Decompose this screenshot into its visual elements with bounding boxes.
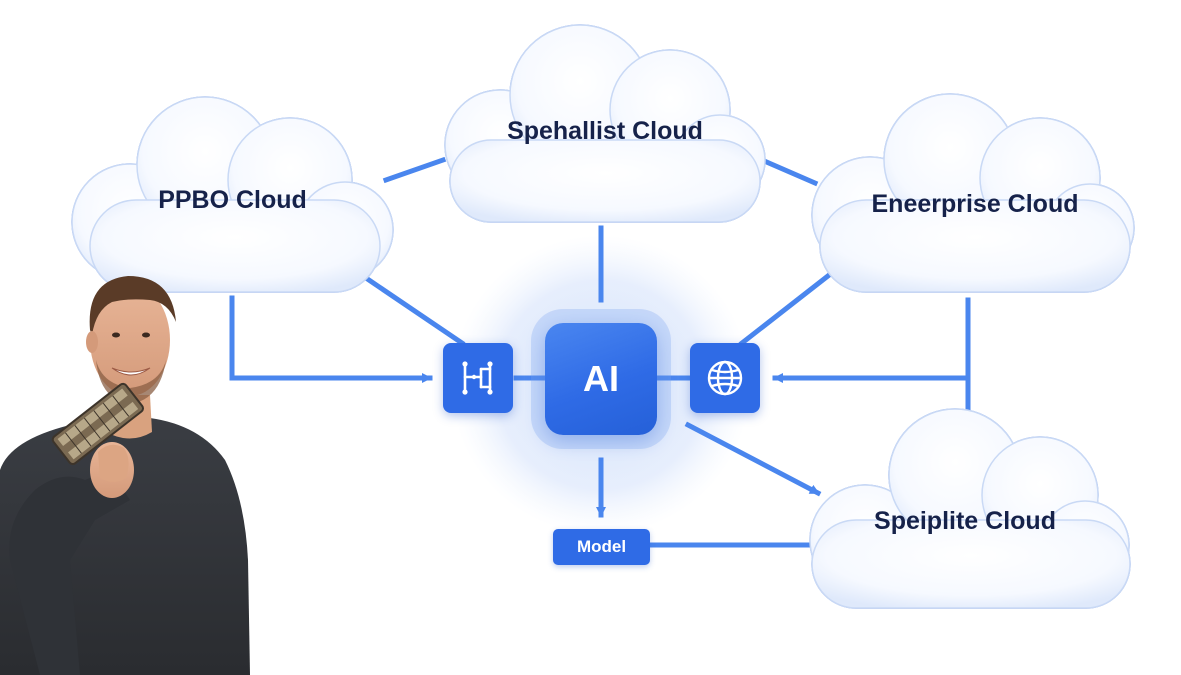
cloud-label-enterprise: Eneerprise Cloud (871, 190, 1079, 218)
connector-ai-speiplite (684, 421, 822, 497)
harmonica-icon (51, 382, 144, 466)
ai-label: AI (583, 358, 619, 399)
cloud-specialist (444, 24, 766, 223)
right-node (690, 343, 760, 413)
cloud-label-speiplite: Speiplite Cloud (874, 507, 1056, 535)
person-illustration (0, 276, 250, 675)
left-node (443, 343, 513, 413)
model-label: Model (576, 537, 627, 556)
person-hair (89, 276, 176, 335)
connectors (229, 156, 971, 548)
cloud-label-ppbo: PPBO Cloud (158, 186, 307, 214)
connector-specialist-enterprise (758, 156, 819, 187)
connector-enterprise-to-right-node (772, 297, 971, 383)
ai-node: AI (545, 323, 657, 435)
cloud-label-specialist: Spehallist Cloud (507, 117, 703, 145)
connector-ppbo-left-node (359, 272, 466, 347)
connector-ppbo-specialist (382, 156, 447, 184)
cloud-enterprise (811, 93, 1135, 293)
globe-icon (707, 360, 743, 396)
connector-enterprise-right-node (738, 268, 837, 347)
cloud-ppbo (71, 96, 394, 293)
person-arm (9, 470, 131, 675)
cloud-speiplite (809, 408, 1131, 609)
network-hierarchy-icon (462, 361, 493, 395)
model-node: Model (553, 529, 650, 565)
connector-ppbo-to-left-node (229, 295, 433, 383)
